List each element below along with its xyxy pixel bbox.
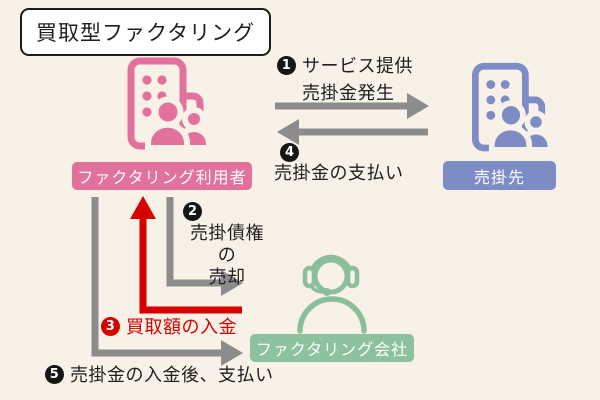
step5-label: 5 売掛金の入金後、支払い [45, 365, 274, 387]
arrow-pay-after-deposit [91, 197, 243, 366]
step3-text: 買取額の入金 [126, 317, 237, 338]
arrow-receivable-payment [277, 119, 428, 145]
building-people-icon-customer [472, 62, 554, 153]
arrow-service-provided [275, 93, 429, 119]
step1-text-line1: サービス提供 [302, 56, 413, 77]
step4-text: 売掛金の支払い [274, 163, 404, 184]
step4-number-badge: 4 [280, 143, 299, 162]
entity-label-text: ファクタリング会社 [255, 340, 409, 359]
step3-label: 3 買取額の入金 [101, 317, 237, 339]
step3-number-badge: 3 [101, 317, 120, 336]
entity-label-factoring-company: ファクタリング会社 [250, 334, 414, 362]
step1-label: 1 サービス提供 [277, 56, 413, 78]
building-people-icon-user [127, 57, 212, 151]
entity-label-text: 売掛先 [473, 167, 525, 187]
entity-label-customer: 売掛先 [443, 161, 556, 190]
step2-label: 売掛債権の 売却 [181, 223, 273, 289]
step2-number-badge: 2 [183, 202, 202, 221]
diagram-title: 買取型ファクタリング [20, 8, 272, 56]
step1-number-badge: 1 [277, 56, 296, 75]
arrow-sell-receivables [166, 197, 243, 296]
entity-label-factoring-user: ファクタリング利用者 [72, 162, 252, 190]
step2-text-line2: 売却 [208, 267, 246, 288]
arrow-purchase-deposit [130, 196, 242, 314]
step1-text-line2: 売掛金発生 [302, 83, 395, 104]
entity-label-text: ファクタリング利用者 [77, 168, 247, 187]
step4-label: 売掛金の支払い [274, 163, 404, 185]
step5-number-badge: 5 [45, 365, 64, 384]
headset-person-icon [297, 254, 367, 334]
step2-text-line1: 売掛債権の [190, 223, 264, 266]
step5-text: 売掛金の入金後、支払い [70, 365, 274, 386]
